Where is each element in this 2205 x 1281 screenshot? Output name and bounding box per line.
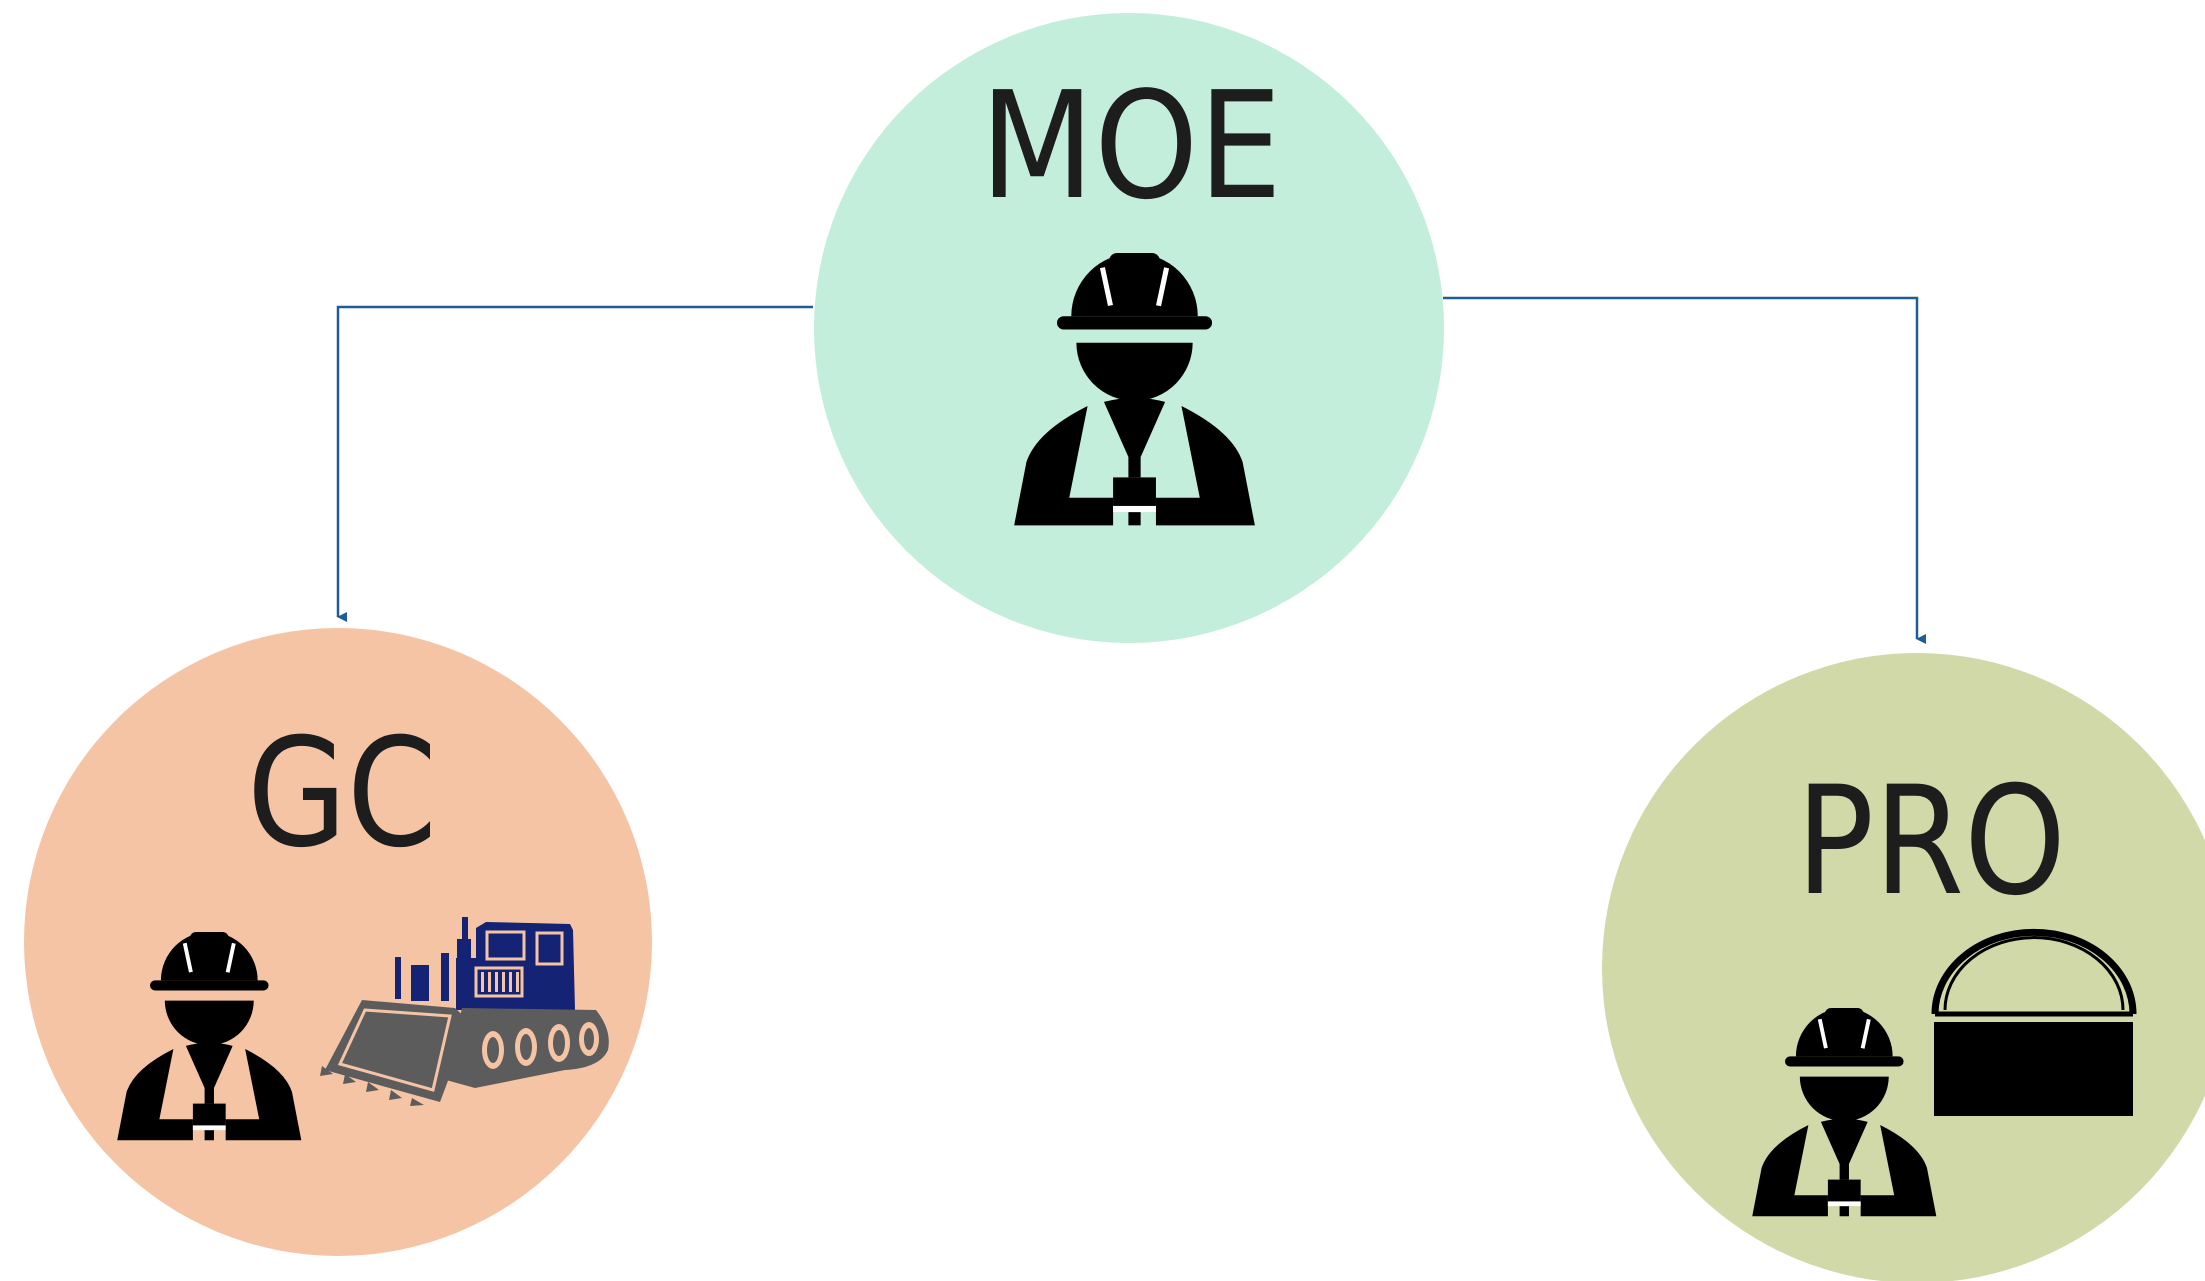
connector-moe-to-gc [336,305,813,622]
node-moe: MOE [814,13,1444,643]
connector-moe-to-pro [1443,296,1926,644]
node-pro: PRO [1602,653,2205,1281]
node-gc-label: GC [247,707,437,881]
node-pro-label: PRO [1796,755,2066,929]
node-moe-label: MOE [980,60,1282,232]
protractor-icon [1931,928,2137,1116]
connectors [336,296,1926,644]
node-gc: GC [24,628,652,1256]
bulldozer-icon [320,917,609,1106]
node-gc-circle [24,628,652,1256]
node-pro-circle [1602,653,2205,1281]
